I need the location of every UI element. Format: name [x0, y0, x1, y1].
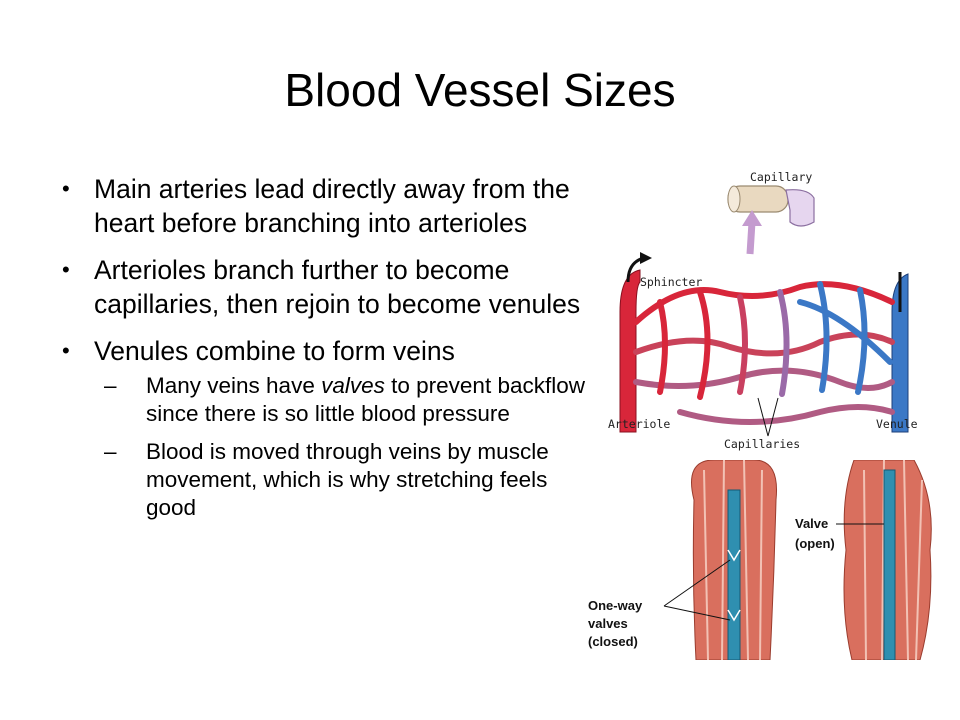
- bullet-marker: •: [62, 176, 70, 201]
- one-way-valves-label-line3: (closed): [588, 634, 638, 649]
- venule-label: Venule: [876, 417, 918, 431]
- capillary-label: Capillary: [750, 170, 812, 184]
- sub-bullet-list: – Many veins have valves to prevent back…: [94, 372, 592, 522]
- capillaries-label: Capillaries: [724, 437, 800, 451]
- sub-bullet-text: Blood is moved through veins by muscle m…: [146, 439, 549, 520]
- bullet-text: Main arteries lead directly away from th…: [94, 174, 570, 238]
- leg-muscle-open-valve: [843, 460, 932, 660]
- sub-bullet-marker: –: [104, 373, 117, 398]
- leg-muscle-closed-valves: [691, 460, 778, 660]
- zoom-arrowhead-icon: [742, 210, 762, 226]
- sub-bullet-text-end: to prevent backflow since there is so li…: [146, 373, 585, 426]
- bullet-item: • Main arteries lead directly away from …: [62, 172, 592, 240]
- sub-bullet-text-start: Many veins have: [146, 373, 322, 398]
- venous-valve-diagram: Valve (open) One-way valves (closed): [588, 460, 932, 660]
- valve-open-label-line1: Valve: [795, 516, 828, 531]
- bullet-text: Arterioles branch further to become capi…: [94, 255, 581, 319]
- capillary-network: [633, 281, 895, 425]
- arteriole-vessel: [619, 269, 641, 433]
- sub-bullet-item: – Many veins have valves to prevent back…: [104, 372, 592, 428]
- capillaries-pointer-lines: [757, 397, 779, 437]
- bullet-text: Venules combine to form veins: [94, 336, 455, 366]
- one-way-valves-label-line1: One-way: [588, 598, 643, 613]
- one-way-valves-label-line2: valves: [588, 616, 628, 631]
- capillary-tube-illustration: [727, 185, 815, 227]
- bullet-list: • Main arteries lead directly away from …: [62, 172, 592, 535]
- venule-vessel: [891, 273, 909, 433]
- sub-bullet-marker: –: [104, 439, 117, 464]
- sphincter-label: Sphincter: [640, 275, 702, 289]
- bullet-item: • Venules combine to form veins – Many v…: [62, 334, 592, 522]
- bullet-marker: •: [62, 257, 70, 282]
- capillary-bed-diagram: Capillary Sphincter Arteriole Venule Cap…: [608, 170, 918, 451]
- sub-bullet-item: – Blood is moved through veins by muscle…: [104, 438, 592, 522]
- valve-open-label-line2: (open): [795, 536, 835, 551]
- bullet-marker: •: [62, 338, 70, 363]
- arrowhead-icon: [640, 252, 652, 264]
- arteriole-label: Arteriole: [608, 417, 670, 431]
- sub-bullet-emphasis: valves: [321, 373, 385, 398]
- closed-valves-pointer-lines: [663, 559, 731, 621]
- bullet-item: • Arterioles branch further to become ca…: [62, 253, 592, 321]
- zoom-arrow-icon: [746, 221, 756, 255]
- slide-title: Blood Vessel Sizes: [284, 64, 676, 116]
